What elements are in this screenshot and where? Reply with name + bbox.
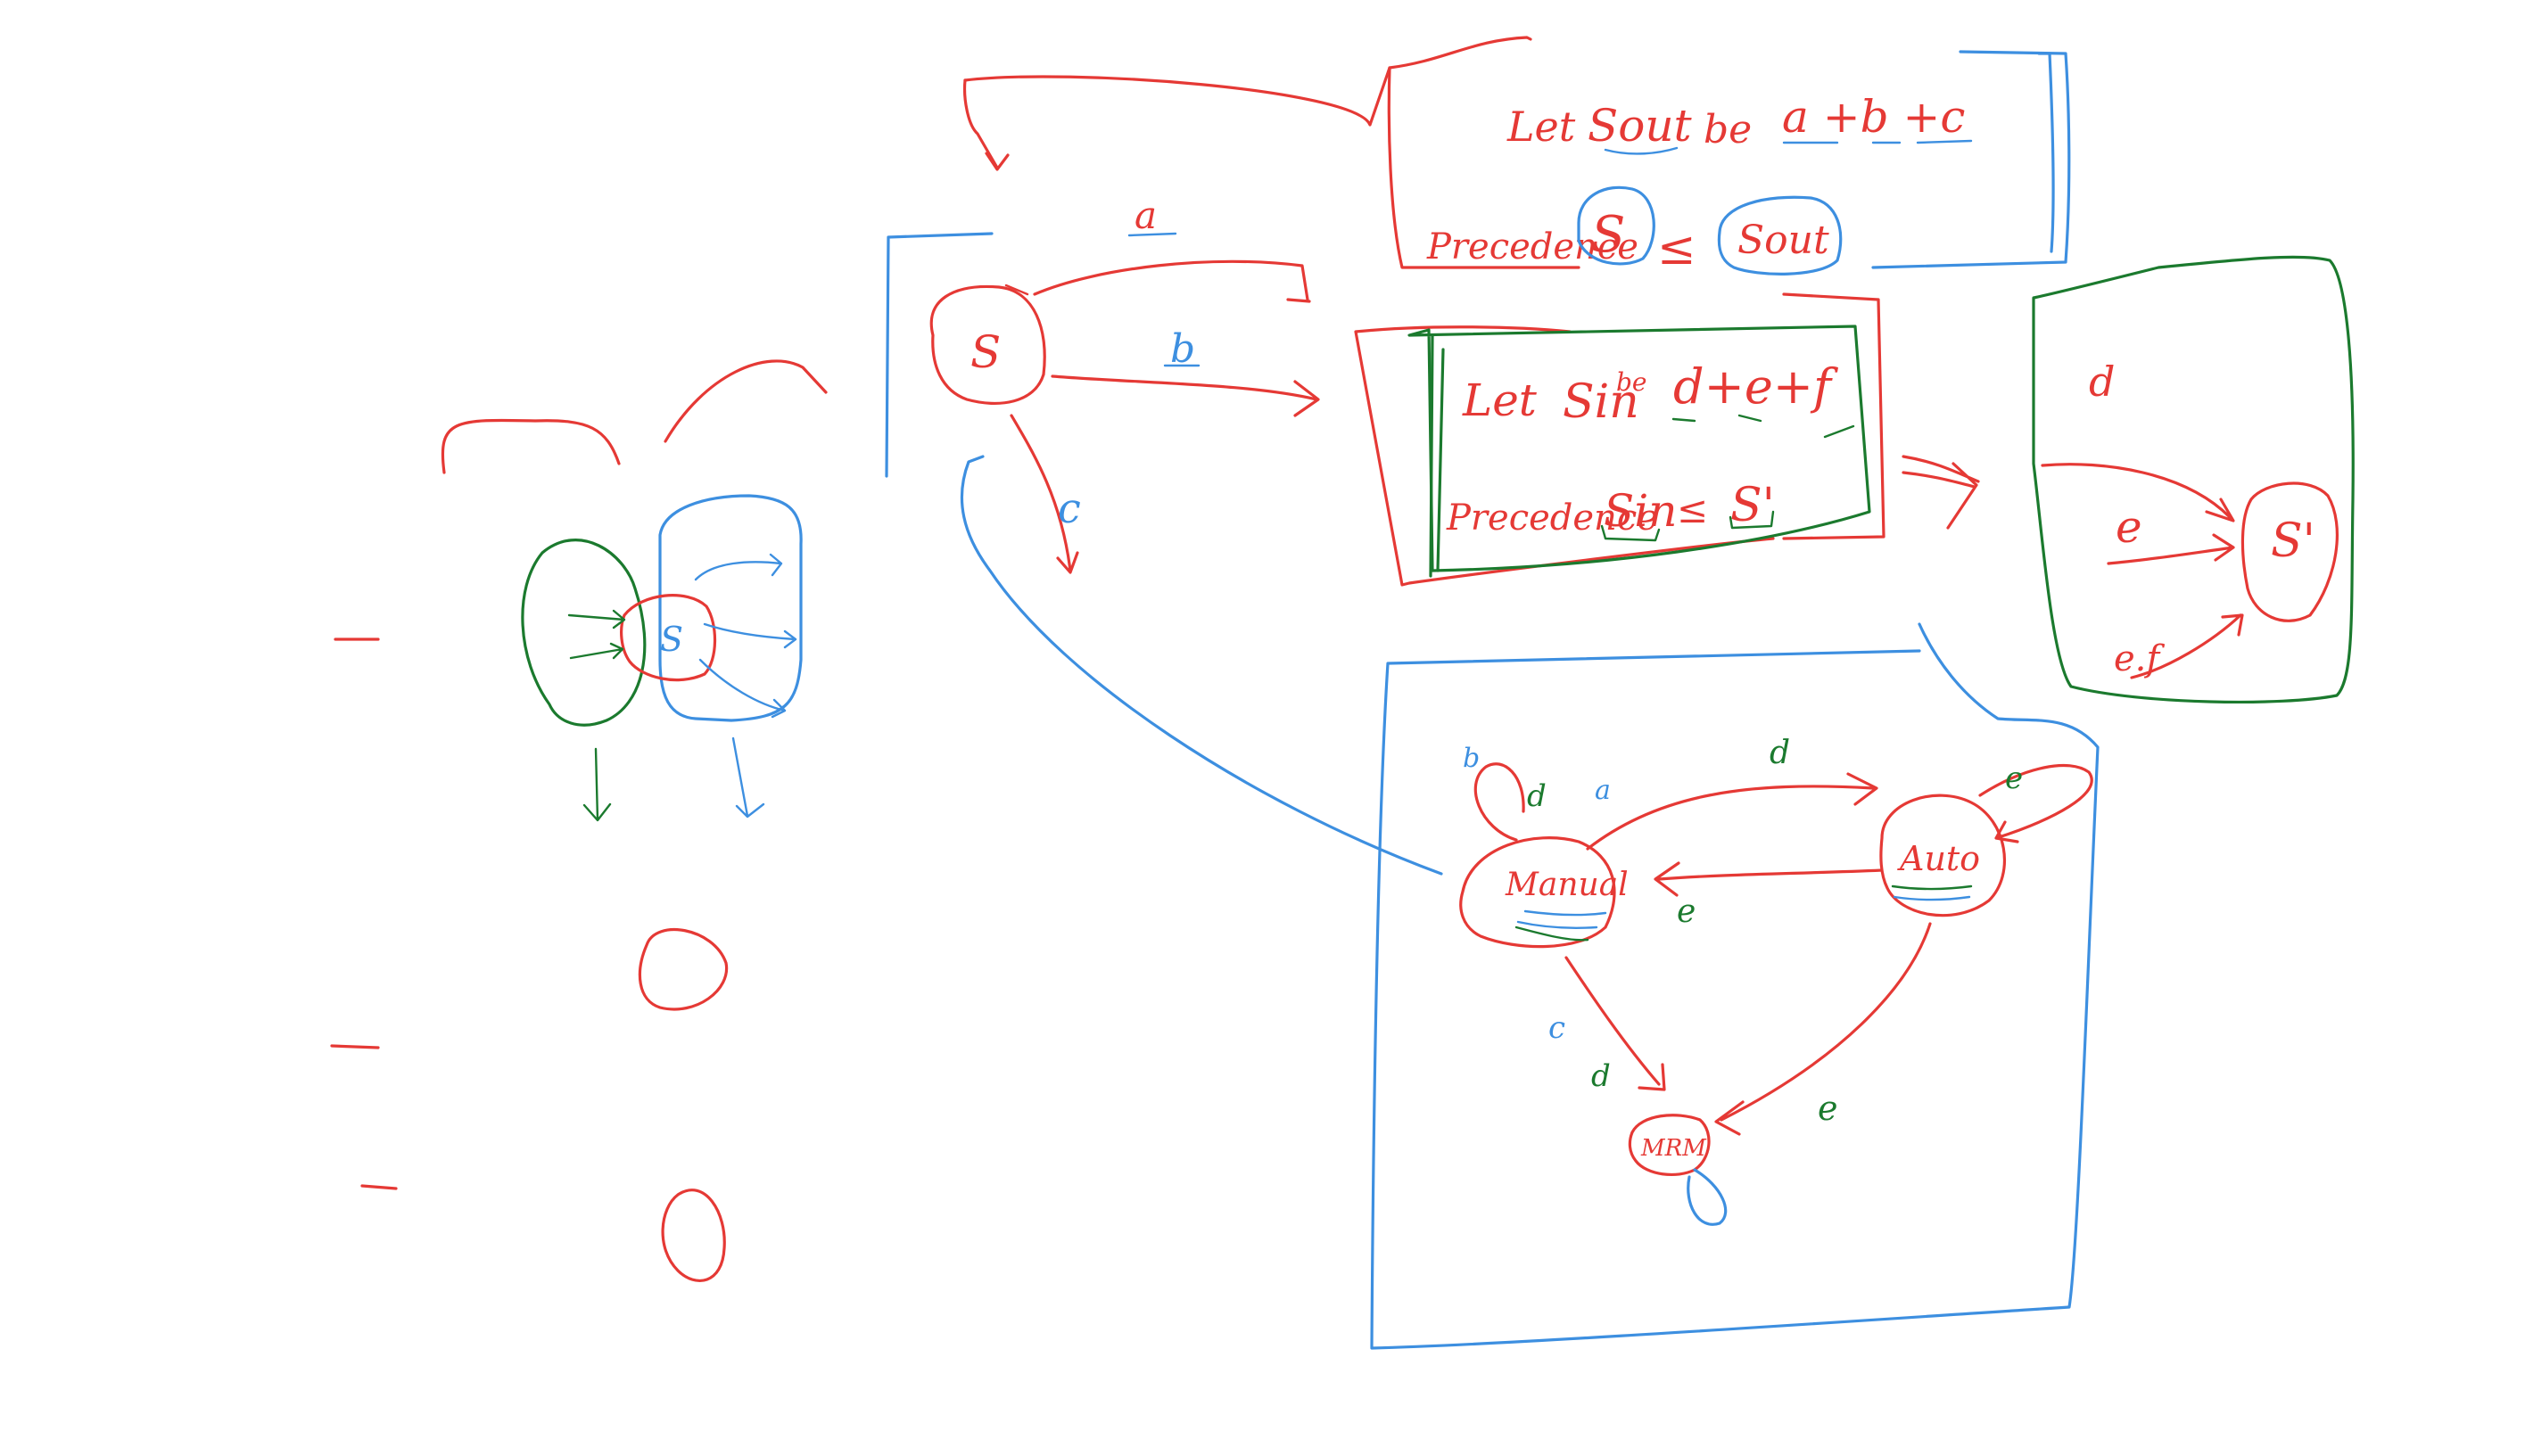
manual-to-mrm-edge-c: c <box>1548 1010 1565 1046</box>
middle-box-expr: d+e+f <box>1673 358 1838 415</box>
bowtie-diagram: S <box>521 494 803 822</box>
auto-state-label: Auto <box>1897 839 1980 878</box>
middle-box-be: be <box>1616 367 1647 397</box>
right-state-label: S' <box>2271 514 2315 568</box>
right-edge-d-label: d <box>2089 358 2115 406</box>
middle-definition-box: Let Sin be d+e+f Precedence Sin ≤ S' <box>1354 292 1980 587</box>
edge-c-label: c <box>1058 484 1081 532</box>
middle-box-sin: Sin <box>1604 485 1677 537</box>
state-machine-box: Manual b d a d Auto e e c d e MRM <box>960 455 2100 1350</box>
manual-to-mrm-edge-d: d <box>1591 1058 1611 1094</box>
middle-box-precedence: Precedence <box>1446 498 1658 539</box>
top-box-var: Sout <box>1588 100 1693 152</box>
right-state-box: d e e.f S' <box>2032 255 2355 704</box>
top-definition-box: Let Sout be a +b +c Precedence S ≤ Sout <box>962 36 2071 276</box>
edge-a-label: a <box>1135 193 1157 237</box>
middle-box-op: ≤ <box>1677 488 1708 531</box>
top-box-be: be <box>1704 107 1752 152</box>
manual-self-edge-d: d <box>1527 778 1547 814</box>
manual-self-edge-b: b <box>1463 743 1480 774</box>
manual-to-auto-edge-d: d <box>1770 735 1790 771</box>
top-box-expr: a +b +c <box>1782 91 1965 143</box>
auto-to-mrm-edge-e: e <box>1818 1089 1838 1128</box>
manual-edge-a: a <box>1595 775 1611 806</box>
bowtie-state-label: S <box>660 620 683 659</box>
edge-b-label: b <box>1170 326 1195 372</box>
middle-box-var: Sin <box>1563 375 1639 429</box>
right-edge-ef-label: e.f <box>2114 638 2165 679</box>
middle-box-sprime: S' <box>1730 479 1775 532</box>
top-box-sout: Sout <box>1737 218 1829 263</box>
manual-state-label: Manual <box>1505 867 1629 903</box>
state-s-group: S a b c <box>885 193 1320 574</box>
top-box-op: ≤ <box>1657 222 1696 276</box>
mrm-state-label: MRM <box>1640 1135 1707 1162</box>
top-box-s: S <box>1591 206 1625 264</box>
middle-box-let: Let <box>1462 374 1538 426</box>
right-edge-e-label: e <box>2116 501 2142 553</box>
auto-self-edge-e: e <box>2005 761 2023 796</box>
auto-to-manual-edge-e: e <box>1677 893 1696 930</box>
state-s-label: S <box>970 326 1001 378</box>
left-sketch-marks <box>330 359 828 1282</box>
top-box-let: Let <box>1506 103 1576 151</box>
